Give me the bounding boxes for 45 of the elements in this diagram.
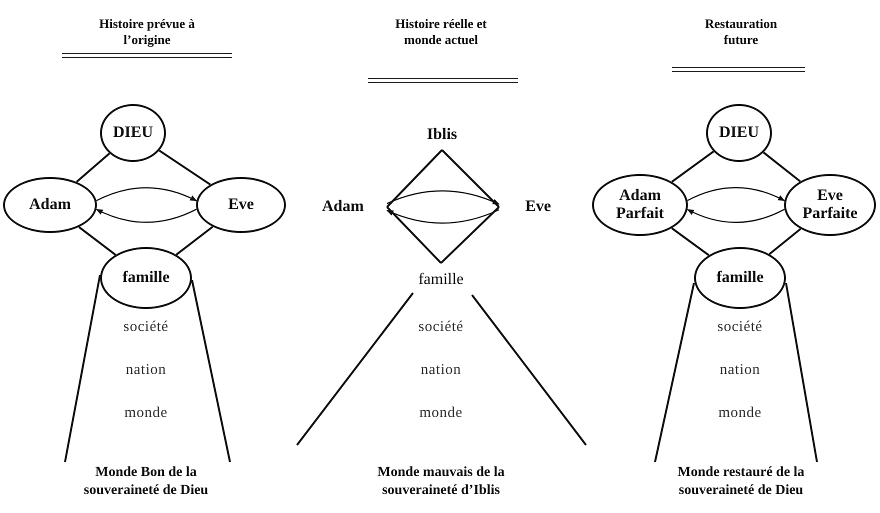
curved-arrow [386, 190, 500, 205]
level-label: monde [717, 404, 763, 423]
connector-line [386, 206, 442, 264]
ellipse-node: famille [694, 247, 786, 309]
connector-line [158, 150, 211, 186]
column-heading: Restauration future [704, 16, 778, 48]
ellipse-node: Adam Parfait [592, 174, 688, 236]
level-label: nation [124, 361, 168, 380]
node-label: Eve [499, 198, 551, 216]
curved-arrow [386, 209, 500, 224]
ellipse-node: famille [100, 247, 192, 309]
ellipse-node: Eve Parfaite [784, 174, 876, 236]
column-heading: Histoire prévue à l’origine [98, 16, 196, 48]
ellipse-node: DIEU [100, 104, 166, 162]
level-label: nation [420, 361, 462, 380]
level-label: monde [123, 404, 169, 423]
node-label: famille [408, 263, 474, 289]
connector-line [441, 149, 500, 208]
curved-arrow [686, 208, 785, 223]
connector-line [78, 226, 116, 256]
column-heading: Histoire réelle et monde actuel [394, 16, 488, 48]
connector-line [76, 152, 110, 183]
column-caption: Monde mauvais de la souveraineté d’Iblis [376, 464, 506, 499]
connector-line [671, 150, 714, 183]
node-label: Adam [322, 198, 387, 216]
connector-line [671, 227, 710, 256]
column-caption: Monde restauré de la souveraineté de Dieu [676, 464, 806, 499]
column-caption: Monde Bon de la souveraineté de Dieu [82, 464, 210, 499]
connector-line [768, 228, 802, 255]
connector-line [762, 152, 801, 182]
connector-line [440, 206, 500, 264]
connector-line [176, 226, 214, 256]
curved-arrow [96, 208, 197, 223]
connector-line [386, 149, 443, 208]
level-label: nation [718, 361, 762, 380]
curved-arrow [96, 187, 198, 202]
node-label: Iblis [418, 126, 466, 150]
curved-arrow [687, 187, 786, 202]
ellipse-node: Eve [196, 177, 286, 233]
level-label: société [122, 318, 170, 337]
level-label: société [716, 318, 764, 337]
ellipse-node: DIEU [706, 104, 772, 162]
level-label: société [417, 318, 465, 337]
level-label: monde [418, 404, 464, 423]
ellipse-node: Adam [3, 177, 97, 233]
